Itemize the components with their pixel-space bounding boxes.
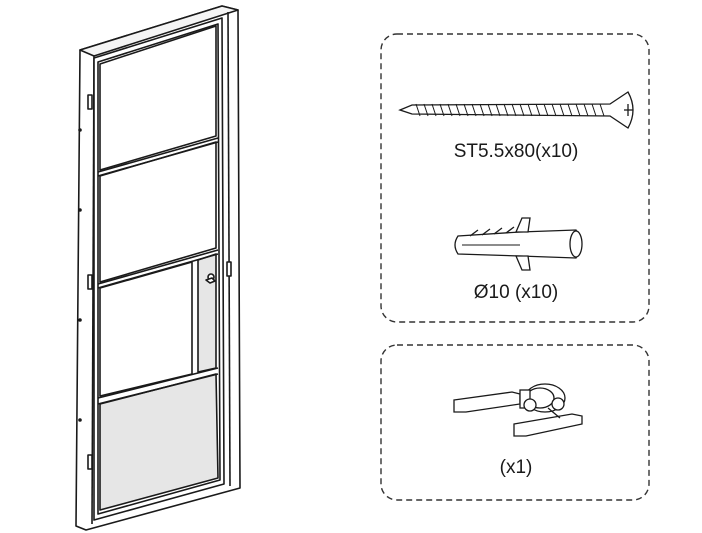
screw-icon: [398, 91, 634, 129]
handle-label: (x1): [500, 457, 533, 478]
lever-handle-icon: [453, 383, 583, 437]
parts-box-fixings: [380, 33, 650, 323]
lock-panel: [197, 253, 217, 373]
wall-anchor-icon: [454, 217, 583, 271]
screw-label: ST5.5x80(x10): [454, 141, 579, 162]
glass-pane-top: [99, 25, 217, 171]
parts-box-handle: [380, 344, 650, 501]
anchor-label: Ø10 (x10): [474, 282, 558, 303]
door-illustration: [75, 5, 241, 531]
